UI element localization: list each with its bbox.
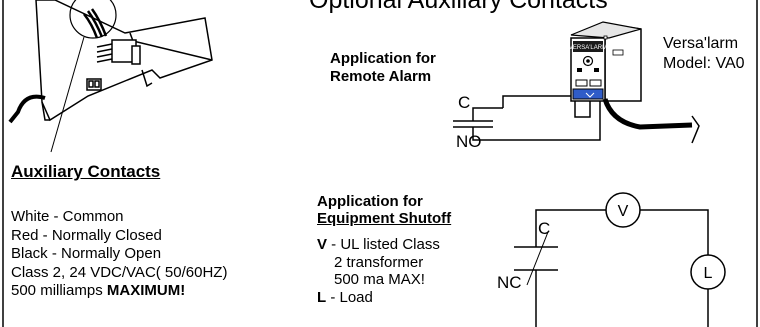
- aux-item-normally-open: Black - Normally Open: [11, 245, 162, 262]
- equipment-shutoff-heading-line2: Equipment Shutoff: [317, 210, 452, 227]
- device-caption: Versa'larm Model: VA0: [663, 34, 745, 74]
- load-symbol: [690, 254, 726, 290]
- remote-alarm-heading-line1: Application for: [330, 50, 436, 67]
- device-name: Versa'larm: [663, 35, 739, 52]
- device-face-label: VERSA'LARM: [569, 45, 607, 51]
- aux-item-common: White - Common: [11, 208, 124, 225]
- aux-max-text: 500 milliamps: [11, 282, 107, 299]
- power-cord: [8, 94, 46, 124]
- equipment-shutoff-heading: Application for Equipment Shutoff: [317, 193, 451, 227]
- device-cable: [602, 98, 693, 130]
- transformer-symbol-label: V: [618, 203, 629, 220]
- note-load-key: L: [317, 288, 327, 306]
- remote-alarm-circuit: [453, 95, 601, 141]
- cable-end: [691, 115, 700, 144]
- shutoff-contact-nc-label: NC: [497, 273, 522, 292]
- equipment-shutoff-heading-line1: Application for: [317, 193, 423, 210]
- shutoff-contact-c-label: C: [538, 219, 550, 238]
- aux-item-rating: Class 2, 24 VDC/VAC( 50/60HZ): [11, 263, 228, 281]
- aux-item-max-current: 500 milliamps MAXIMUM!: [11, 282, 227, 301]
- equipment-shutoff-notes: V - UL listed Class 2 transformer 500 ma…: [317, 236, 440, 306]
- note-transformer-key: V: [317, 236, 328, 253]
- circuit-board-illustration: [35, 0, 213, 122]
- transformer-symbol: [605, 192, 641, 228]
- remote-alarm-heading-line2: Remote Alarm: [330, 68, 432, 85]
- callout-line: [50, 36, 85, 153]
- note-transformer: V - UL listed Class: [317, 236, 440, 254]
- page-title: Optional Auxiliary Contacts: [309, 0, 608, 14]
- note-transformer-desc-2: 2 transformer: [334, 253, 424, 271]
- note-transformer-desc: - UL listed Class: [327, 236, 440, 253]
- aux-item-normally-closed: Red - Normally Closed: [11, 226, 162, 244]
- note-transformer-desc-3: 500 ma MAX!: [334, 271, 425, 288]
- versalarm-device: VERSA'LARM: [569, 21, 642, 102]
- aux-max-bold: MAXIMUM!: [106, 282, 186, 299]
- load-symbol-label: L: [704, 265, 713, 282]
- device-model: Model: VA0: [663, 55, 745, 72]
- equipment-shutoff-circuit: [514, 209, 709, 327]
- note-load: L - Load: [317, 289, 440, 307]
- note-load-desc: - Load: [326, 288, 373, 306]
- remote-contact-no-label: NO: [456, 132, 482, 151]
- remote-alarm-heading: Application for Remote Alarm: [330, 50, 436, 86]
- auxiliary-contacts-list: White - Common Red - Normally Closed Bla…: [11, 208, 227, 301]
- detail-circle: [69, 0, 117, 39]
- auxiliary-contacts-title: Auxiliary Contacts: [11, 162, 161, 181]
- remote-contact-c-label: C: [458, 93, 470, 112]
